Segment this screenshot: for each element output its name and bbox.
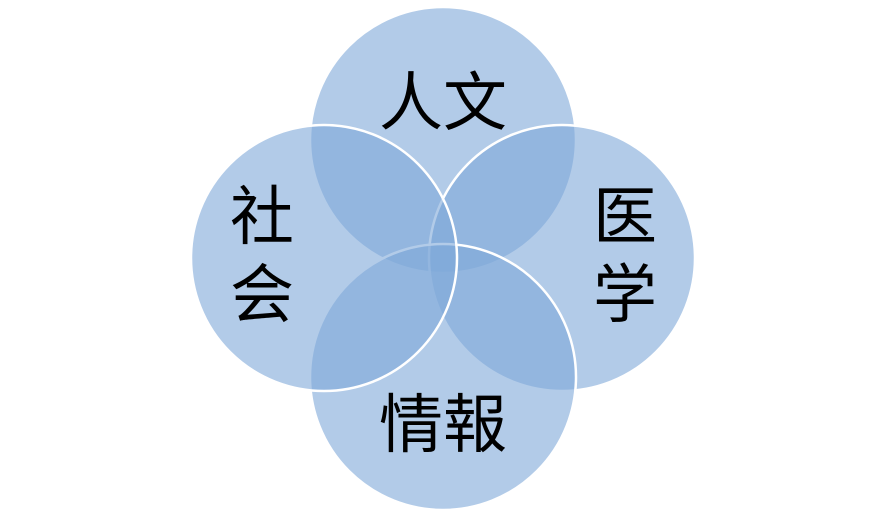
label-bottom: 情報 [379, 389, 507, 463]
label-left: 社会 [230, 181, 294, 333]
label-char: 学 [593, 259, 657, 333]
label-right: 医学 [593, 181, 657, 333]
label-char: 会 [230, 259, 294, 333]
label-char: 医 [593, 181, 657, 255]
label-top: 人文 [379, 67, 507, 141]
label-char: 社 [230, 181, 294, 255]
circle-left [189, 123, 459, 393]
